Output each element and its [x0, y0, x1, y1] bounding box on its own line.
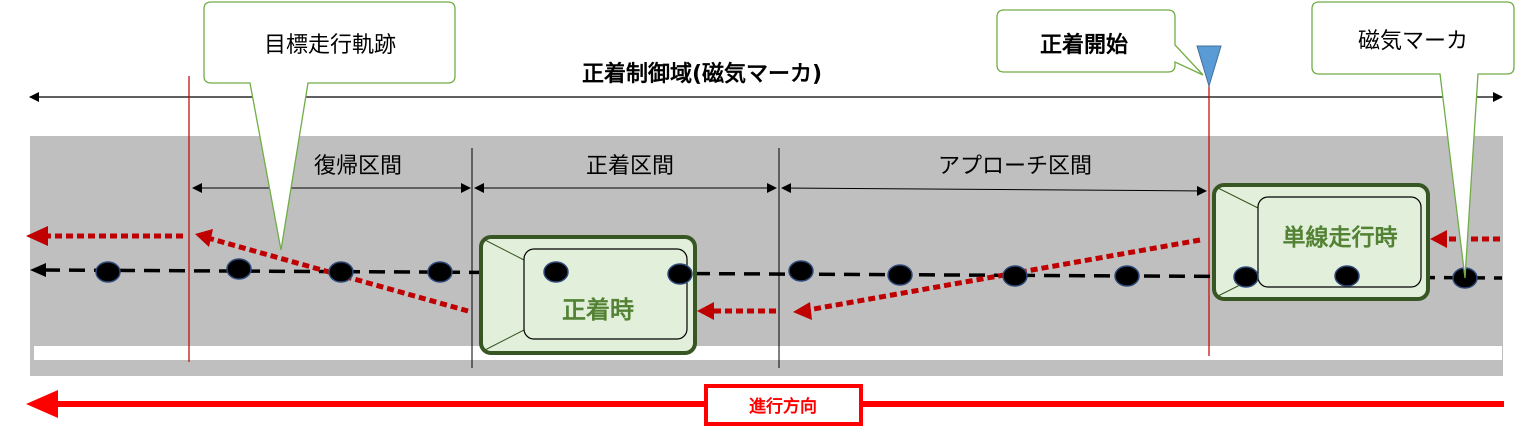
vehicle-docking: 正着時 [479, 235, 697, 355]
approach-section-arrow [781, 183, 1207, 196]
approach-section-label: アプローチ区間 [938, 154, 1092, 179]
direction-arrow-head [26, 390, 58, 418]
direction-label: 進行方向 [749, 396, 817, 417]
lane-arrow-head [30, 263, 46, 277]
return-section-label: 復帰区間 [314, 154, 402, 179]
callout-docking-start: 正着開始 [996, 9, 1204, 76]
magnetic-markers [95, 258, 1478, 289]
road-edge-line [34, 346, 1502, 360]
callout-magnetic-marker-label: 磁気マーカ [1358, 29, 1468, 54]
control-range-label: 正着制御域(磁気マーカ) [582, 61, 822, 87]
callout-target-trajectory-label: 目標走行軌跡 [264, 33, 396, 58]
vehicle-single-lane: 単線走行時 [1212, 183, 1430, 301]
docking-section-label: 正着区間 [586, 154, 674, 179]
callout-target-trajectory: 目標走行軌跡 [203, 1, 456, 251]
vehicle-docking-label: 正着時 [562, 296, 634, 324]
docking-start-triangle-icon [1196, 45, 1222, 88]
callout-docking-start-label: 正着開始 [1040, 32, 1128, 58]
trajectory-arrowheads [26, 226, 1447, 320]
callout-magnetic-marker: 磁気マーカ [1311, 1, 1515, 279]
direction-label-box [704, 384, 863, 426]
vehicle-single-lane-label: 単線走行時 [1283, 224, 1398, 251]
